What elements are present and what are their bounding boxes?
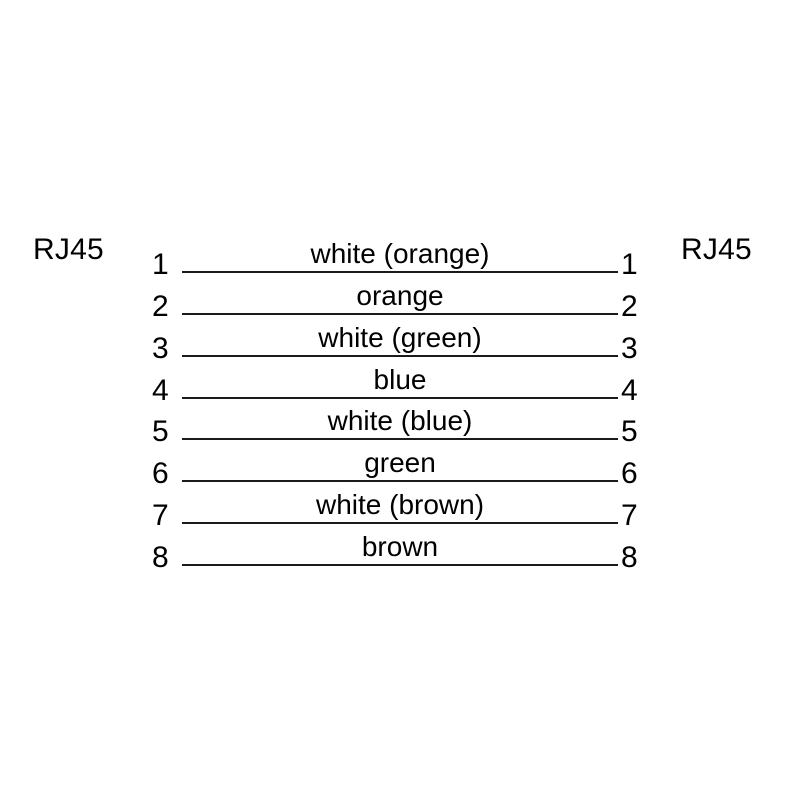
right-pin-number: 8 (621, 541, 638, 574)
wire-line (182, 438, 618, 440)
left-pin-number: 8 (152, 541, 169, 574)
wire-line (182, 397, 618, 399)
right-pin-number: 7 (621, 499, 638, 532)
wire-label: white (orange) (310, 238, 490, 269)
wire-line (182, 522, 618, 524)
wire-label: blue (373, 364, 427, 395)
left-connector-label: RJ45 (33, 233, 104, 266)
left-pin-number: 6 (152, 457, 169, 490)
wire-label: orange (356, 280, 444, 311)
wire-label: white (blue) (327, 405, 473, 436)
wire-line (182, 564, 618, 566)
wire-line (182, 313, 618, 315)
wire-label: white (brown) (315, 489, 485, 520)
right-pin-number: 6 (621, 457, 638, 490)
right-pin-number: 3 (621, 332, 638, 365)
right-pin-number: 5 (621, 415, 638, 448)
right-pin-number: 4 (621, 374, 638, 407)
right-pin-number: 1 (621, 248, 638, 281)
wire-label: white (green) (318, 322, 482, 353)
wire-line (182, 355, 618, 357)
left-pin-number: 7 (152, 499, 169, 532)
wire-label: green (364, 447, 436, 478)
left-pin-number: 5 (152, 415, 169, 448)
left-pin-number: 4 (152, 374, 169, 407)
left-pin-number: 3 (152, 332, 169, 365)
left-pin-number: 1 (152, 248, 169, 281)
right-pin-number: 2 (621, 290, 638, 323)
wire-label: brown (361, 531, 439, 562)
right-connector-label: RJ45 (681, 233, 752, 266)
wire-line (182, 480, 618, 482)
left-pin-number: 2 (152, 290, 169, 323)
wire-line (182, 271, 618, 273)
